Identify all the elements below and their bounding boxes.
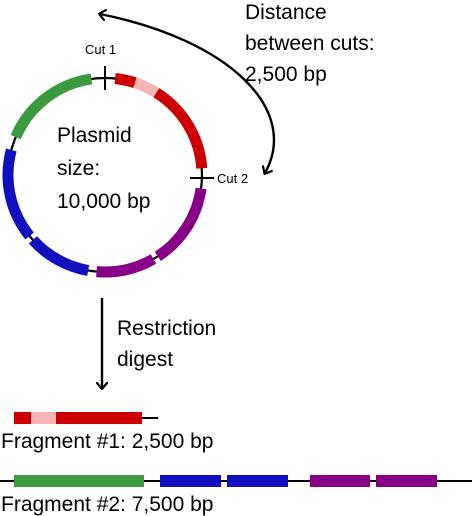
distance-arrow: Distance between cuts: 2,500 bp [100, 1, 380, 173]
plasmid-size-label: Plasmid size: 10,000 bp [57, 124, 150, 213]
fragment-1-label: Fragment #1: 2,500 bp [1, 430, 213, 453]
plasmid-segment-pink [133, 77, 160, 98]
distance-arc [100, 14, 276, 173]
plasmid-segment-purple-2 [96, 254, 157, 278]
plasmid-segment-blue-2 [2, 148, 34, 240]
digest-label: Restriction digest [117, 317, 222, 371]
plasmid-map: Cut 1 Cut 2 Plasmid size: 10,000 bp [2, 42, 248, 278]
plasmid-segment-purple-1 [154, 187, 207, 261]
plasmid-segment-red-1 [114, 73, 137, 89]
cut-1-label: Cut 1 [85, 42, 116, 57]
digest-arrow: Restriction digest [102, 298, 222, 388]
plasmid-segment-green [10, 73, 93, 140]
cut-2-label: Cut 2 [217, 171, 248, 186]
plasmid-segment-red-2 [153, 88, 208, 169]
fragment-2: Fragment #2: 7,500 bp [0, 475, 472, 516]
fragment-2-label: Fragment #2: 7,500 bp [1, 493, 213, 516]
distance-label: Distance between cuts: 2,500 bp [245, 1, 380, 86]
fragment-1: Fragment #1: 2,500 bp [1, 412, 213, 453]
plasmid-segment-blue-1 [28, 236, 90, 276]
